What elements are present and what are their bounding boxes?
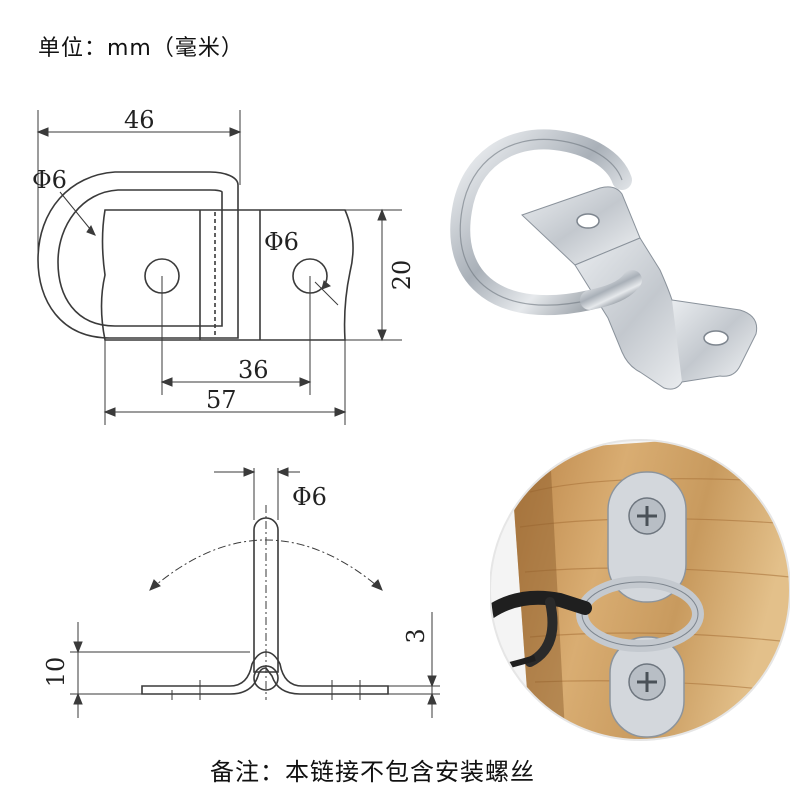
dim-hole-spacing: 36 (238, 356, 269, 384)
product-photo (450, 129, 758, 390)
base-plate-outline (100, 209, 354, 341)
dim-total-height: 10 (42, 657, 70, 688)
dim-total-width: 46 (124, 106, 155, 134)
top-view-drawing: 46 Φ6 Φ6 20 36 57 (32, 106, 416, 425)
unit-label: 单位：mm（毫米） (38, 36, 244, 61)
side-view-drawing: Φ6 10 3 (42, 467, 440, 718)
rod-outline (253, 517, 279, 673)
dim-rod-diameter: Φ6 (292, 483, 327, 511)
dim-hole-diameter: Φ6 (264, 228, 299, 256)
dim-height: 20 (388, 260, 416, 291)
installed-photo (490, 439, 790, 741)
dim-base-length: 57 (206, 386, 237, 414)
ring-outline-inner (57, 189, 223, 327)
ring-outline-outer (37, 171, 239, 339)
dim-plate-thickness: 3 (402, 628, 430, 643)
footer-note: 备注：本链接不包含安装螺丝 (210, 758, 535, 786)
base-profile (141, 651, 389, 695)
dim-ring-diameter: Φ6 (32, 166, 67, 194)
